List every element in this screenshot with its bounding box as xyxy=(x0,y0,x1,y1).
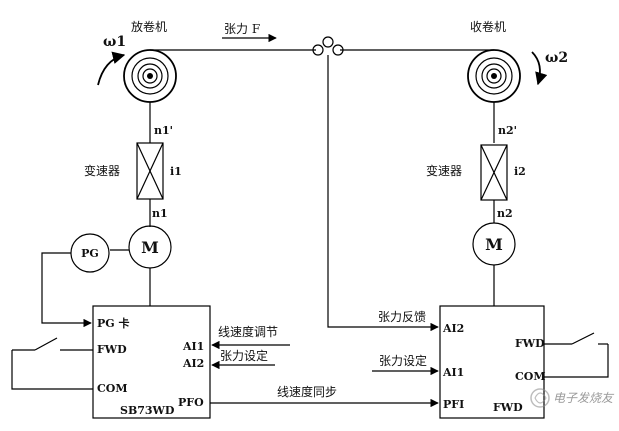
encoder-label: PG xyxy=(81,247,99,260)
winder-gearbox xyxy=(480,144,508,201)
tension-label: 张力 F xyxy=(224,22,260,36)
right-run-switch xyxy=(544,332,609,378)
winder-shaft-label: n2' xyxy=(498,124,517,137)
winder-ratio-label: i2 xyxy=(514,165,526,178)
left-drive-box xyxy=(92,305,211,419)
left-drive-ai2: AI2 xyxy=(182,357,204,370)
unwinder-rotation-arrow xyxy=(97,51,126,86)
right-drive-box xyxy=(439,305,545,419)
unwinder-omega: ω1 xyxy=(103,34,126,50)
unwinder-roll xyxy=(123,49,177,103)
left-drive-com: COM xyxy=(97,382,128,395)
right-drive-fwd-bottom: FWD xyxy=(493,401,523,414)
unwinder-title: 放卷机 xyxy=(131,19,167,34)
winder-gearbox-label: 变速器 xyxy=(426,163,462,178)
tension-feedback-label: 张力反馈 xyxy=(378,310,426,324)
right-drive-pfi: PFI xyxy=(443,398,464,411)
left-run-switch xyxy=(11,337,93,390)
watermark-text: 电子发烧友 xyxy=(553,391,615,405)
unwinder-gearbox-label: 变速器 xyxy=(84,163,120,178)
right-drive-ai2: AI2 xyxy=(442,322,464,335)
winder-title: 收卷机 xyxy=(470,19,506,34)
unwinder-shaft-label: n1' xyxy=(154,124,173,137)
encoder-feedback-line xyxy=(41,252,92,328)
left-drive-ai1: AI1 xyxy=(182,340,204,353)
right-drive-ai1: AI1 xyxy=(442,366,464,379)
tension-setting-left-label: 张力设定 xyxy=(220,348,268,363)
winder-omega: ω2 xyxy=(545,50,568,66)
left-drive-pg-card: PG 卡 xyxy=(97,316,130,330)
unwinder-gearbox xyxy=(136,142,164,200)
unwinder-ratio-label: i1 xyxy=(170,165,182,178)
unwinder-motor-label: M xyxy=(141,238,159,257)
right-drive-com: COM xyxy=(515,370,546,383)
tension-setting-right-label: 张力设定 xyxy=(379,353,427,368)
winder-roll xyxy=(467,49,521,103)
line-speed-adjust-label: 线速度调节 xyxy=(218,324,278,339)
left-drive-fwd: FWD xyxy=(97,343,127,356)
tension-feedback-line xyxy=(327,55,439,332)
tension-rollers xyxy=(312,36,344,56)
line-speed-sync-label: 线速度同步 xyxy=(277,384,337,399)
winder-rotation-arrow xyxy=(531,51,548,86)
watermark-logo xyxy=(530,388,550,408)
left-drive-model: SB73WD xyxy=(120,404,175,417)
unwinder-motor-shaft-label: n1 xyxy=(152,207,168,220)
right-drive-fwd: FWD xyxy=(515,337,545,350)
winder-motor-label: M xyxy=(485,235,503,254)
winder-motor-shaft-label: n2 xyxy=(497,207,513,220)
left-drive-pfo: PFO xyxy=(178,396,204,409)
